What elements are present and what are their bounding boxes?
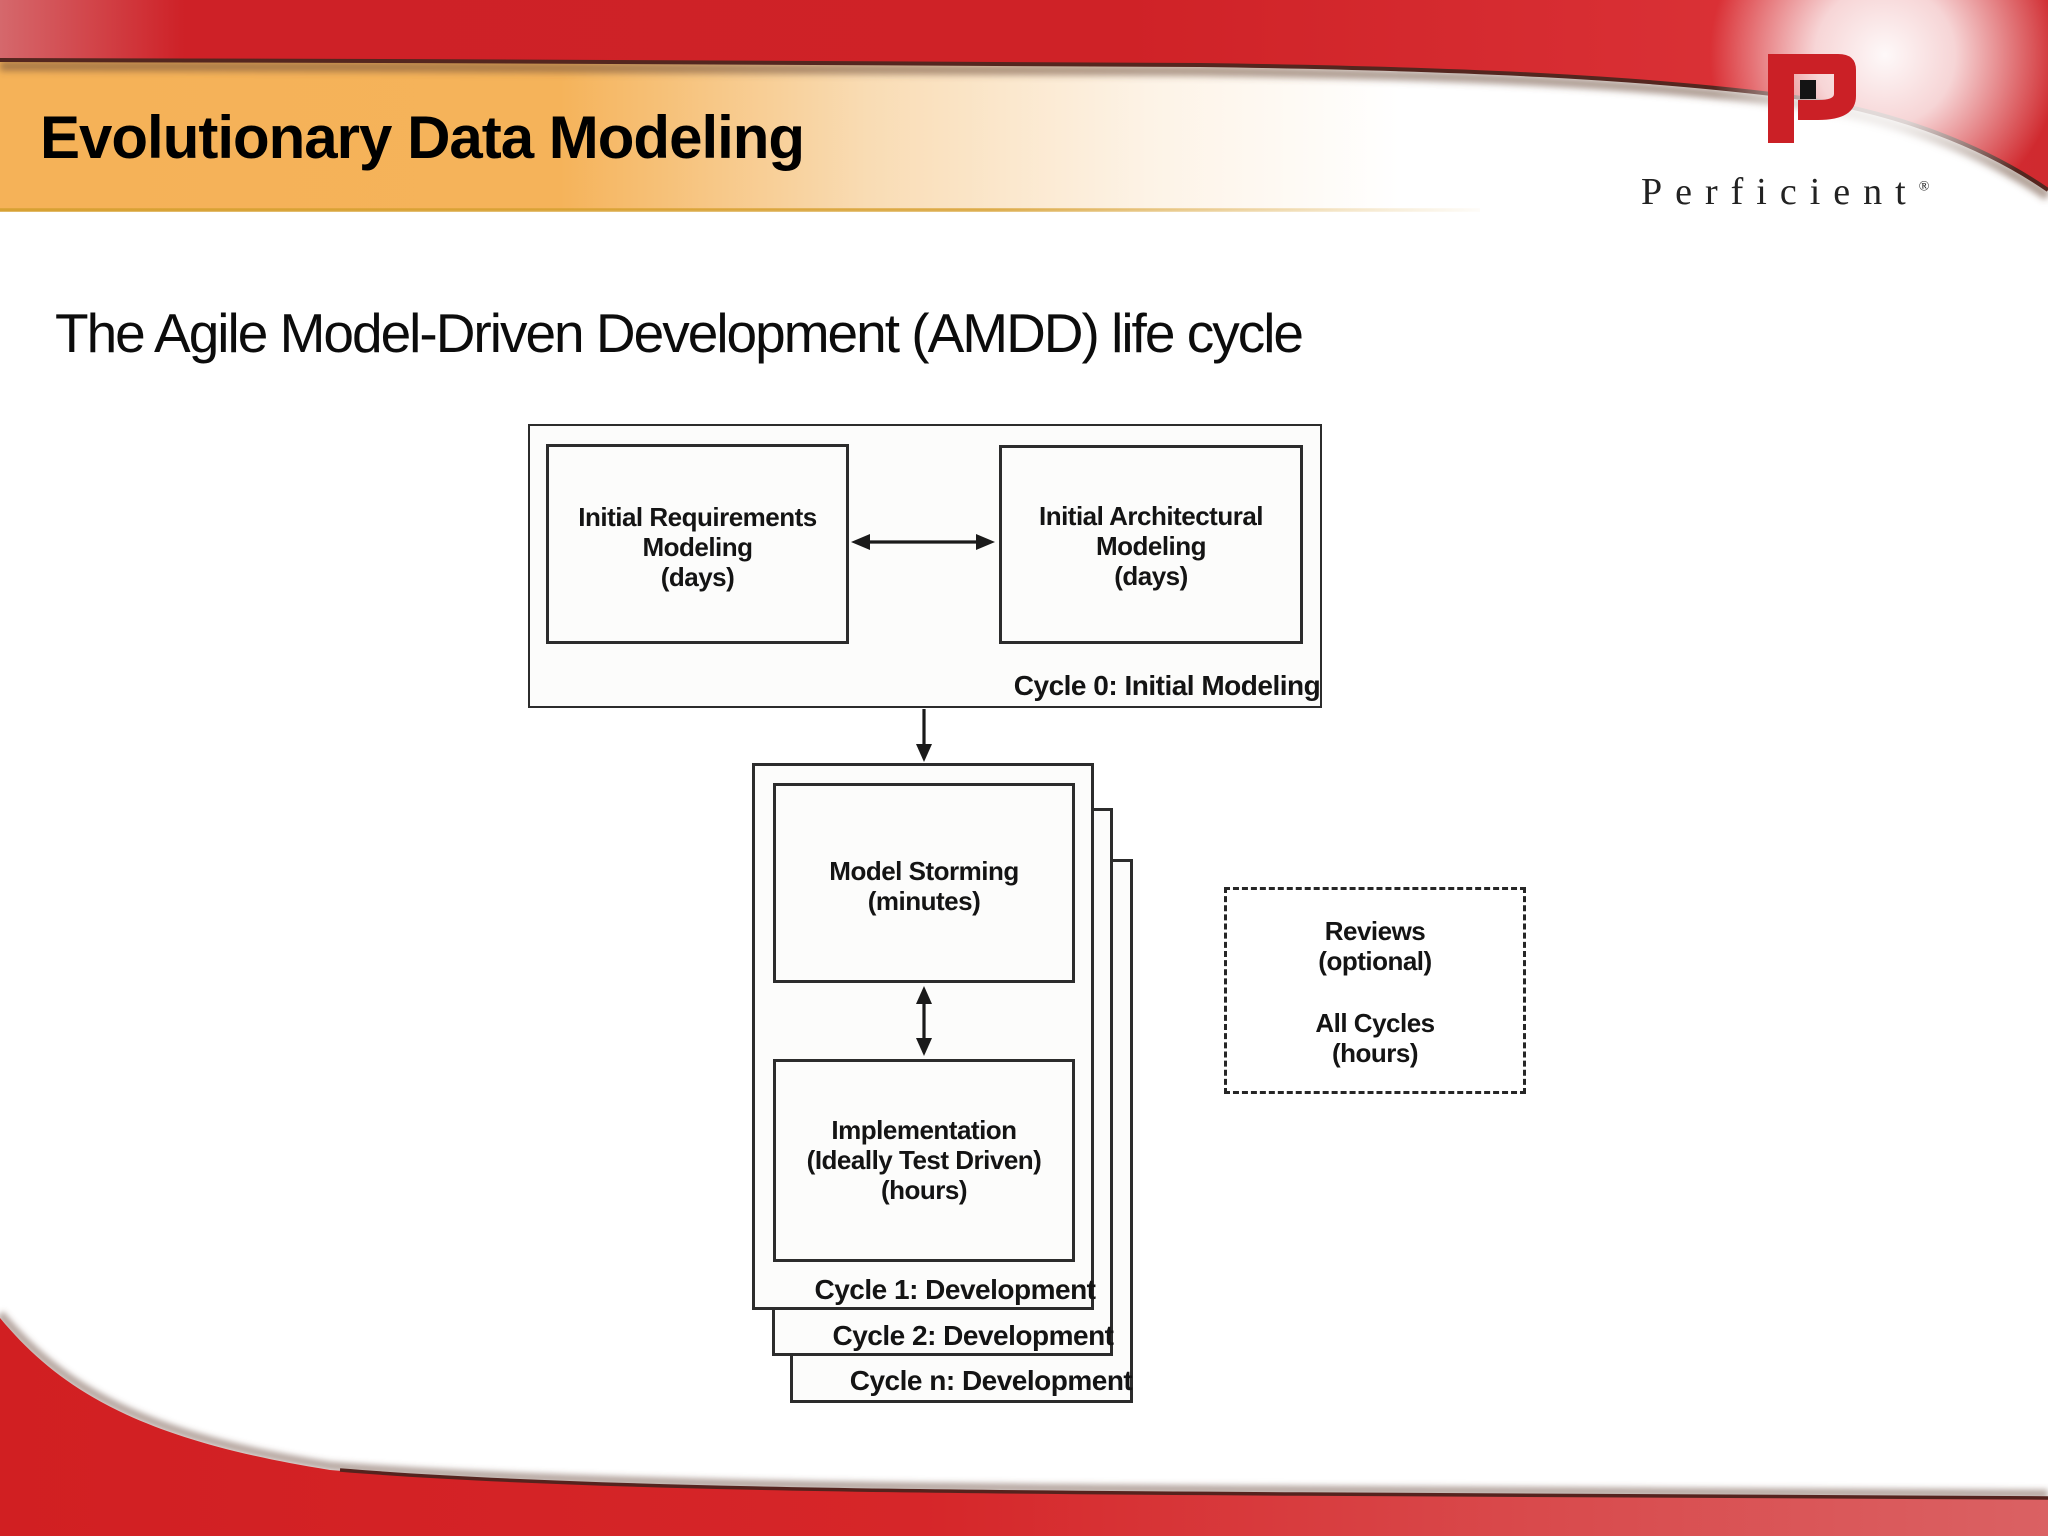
box-line: Initial Architectural — [1038, 501, 1264, 531]
spacer — [1227, 976, 1523, 1008]
box-line: All Cycles — [1315, 1008, 1435, 1038]
page-title: The Agile Model-Driven Development (AMDD… — [55, 302, 1304, 364]
footer-swoosh — [0, 1311, 2048, 1536]
header-banner — [0, 0, 2048, 230]
red-swoosh — [0, 0, 2048, 190]
logo-dot — [1800, 80, 1816, 99]
box-line: (Ideally Test Driven) — [806, 1145, 1042, 1175]
box-line: (days) — [1114, 561, 1188, 591]
initial-requirements-box: Initial Requirements Modeling (days) — [546, 444, 849, 644]
initial-architectural-box: Initial Architectural Modeling (days) — [999, 445, 1303, 644]
cycle0-label: Cycle 0: Initial Modeling — [1013, 670, 1321, 701]
cycle-1-label: Cycle 1: Development — [814, 1274, 1097, 1305]
box-line: Implementation — [831, 1115, 1017, 1145]
reviews-box: Reviews (optional) All Cycles (hours) — [1224, 887, 1526, 1094]
box-line: Modeling — [1095, 531, 1207, 561]
box-line: Reviews — [1324, 916, 1426, 946]
cycle-n-label: Cycle n: Development — [849, 1365, 1133, 1396]
footer-edge-line — [339, 1468, 2048, 1500]
implementation-box: Implementation (Ideally Test Driven) (ho… — [773, 1059, 1075, 1262]
box-line: Model Storming — [829, 856, 1019, 886]
arrow-down — [916, 709, 932, 762]
footer-shadow — [0, 1311, 2048, 1499]
box-line: (hours) — [1331, 1038, 1419, 1068]
model-storming-box: Model Storming (minutes) — [773, 783, 1075, 983]
registered-mark: ® — [1918, 179, 1930, 195]
box-line: (days) — [660, 562, 735, 592]
box-line: (optional) — [1318, 946, 1432, 976]
slide-title: Evolutionary Data Modeling — [40, 104, 805, 171]
brand-name: Perficient — [1641, 171, 1919, 213]
footer-red-shape — [0, 1318, 2048, 1536]
box-line: Modeling — [642, 532, 753, 562]
box-line: Initial Requirements — [578, 502, 817, 532]
title-band — [0, 60, 1600, 210]
cycle-2-label: Cycle 2: Development — [832, 1320, 1115, 1351]
perficient-wordmark: Perficient® — [1641, 170, 1929, 214]
perficient-logo-p — [1768, 54, 1856, 143]
box-line: (minutes) — [867, 886, 981, 916]
box-line: (hours) — [880, 1175, 968, 1205]
